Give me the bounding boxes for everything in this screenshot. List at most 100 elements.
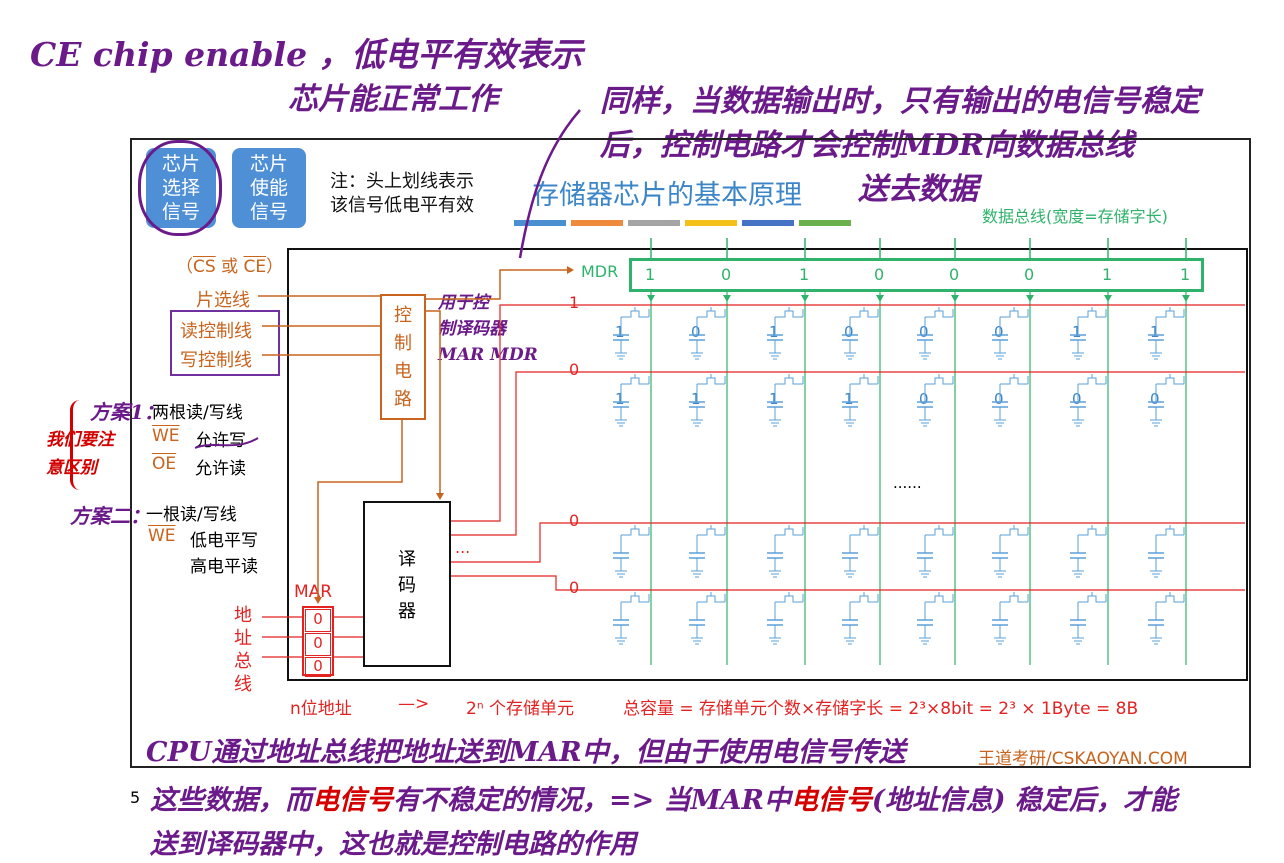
- cell-value: 1: [1072, 323, 1082, 341]
- memory-chip-box: [287, 248, 1248, 681]
- formula-capacity: 总容量 = 存储单元个数×存储字长 = 2³×8bit = 2³ × 1Byte…: [623, 699, 1139, 719]
- callout-chip-enable: 芯片 使能 信号: [232, 148, 306, 228]
- cell-transistor: [621, 595, 649, 603]
- cell-value: 1: [769, 323, 779, 341]
- mar-label: MAR: [294, 582, 333, 602]
- cell-transistor: [1078, 377, 1106, 385]
- mdr-register: [629, 258, 1204, 292]
- bit-line-arrow: [876, 295, 884, 302]
- handwritten-ctrl-line: MAR MDR: [438, 345, 538, 365]
- cell-transistor: [1000, 377, 1028, 385]
- mdr-bit: 0: [1024, 265, 1035, 284]
- cell-transistor: [775, 310, 803, 318]
- cell-value: 1: [615, 323, 625, 341]
- ctrl-to-decoder-arrow: [436, 493, 444, 500]
- cell-transistor: [697, 595, 725, 603]
- cell-transistor: [925, 310, 953, 318]
- cell-transistor: [1000, 310, 1028, 318]
- handwritten-bottom-line3: 送到译码器中，这也就是控制电路的作用: [150, 829, 636, 860]
- note-line: 该信号低电平有效: [330, 195, 474, 216]
- control-circuit-char: 电: [394, 361, 412, 382]
- cell-transistor: [1156, 310, 1184, 318]
- handwritten-arrow: [518, 109, 581, 259]
- mar-bit: 0: [305, 633, 331, 656]
- bit-line-arrow: [1104, 295, 1112, 302]
- address-bus-char: 地: [234, 605, 252, 626]
- cell-value: 0: [994, 390, 1004, 408]
- callout-enable-line: 使能: [249, 177, 288, 199]
- plan1-title: 两根读/写线: [152, 403, 243, 423]
- title-color-bars: [514, 220, 854, 226]
- plan2-high-text: 高电平读: [190, 557, 258, 577]
- handwritten-bottom-line1: CPU通过地址总线把地址送到MAR中，但由于使用电信号传送: [146, 737, 906, 768]
- handwritten-bottom-line2: 这些数据，而电信号有不稳定的情况，=> 当MAR中电信号(地址信息) 稳定后，才…: [150, 778, 1177, 817]
- decoder-char: 码: [398, 575, 416, 596]
- cell-value: 1: [615, 390, 625, 408]
- cell-transistor: [1000, 528, 1028, 536]
- callout-enable-line: 芯片: [249, 153, 288, 175]
- bottom-line2-red: 电信号: [312, 785, 393, 816]
- cell-transistor: [697, 377, 725, 385]
- cell-value: 0: [844, 323, 854, 341]
- write-control-line-label: 写控制线: [180, 350, 252, 371]
- bottom-line2-part: (地址信息) 稳定后，才能: [871, 785, 1177, 816]
- decoder-char: 器: [398, 601, 416, 622]
- handwritten-note-ce-line1: CE chip enable ，低电平有效表示: [30, 35, 583, 74]
- handwritten-bracket: [70, 400, 87, 490]
- cell-value: 1: [769, 390, 779, 408]
- decoder-output-wire: [451, 304, 583, 522]
- cell-transistor: [1000, 595, 1028, 603]
- word-line-label: 0: [569, 578, 580, 597]
- ctrl-to-mdr-arrow: [567, 266, 574, 274]
- cell-transistor: [850, 310, 878, 318]
- cell-value: 0: [1072, 390, 1082, 408]
- formula-units: 2ⁿ 个存储单元: [466, 699, 574, 719]
- word-line-label: 0: [569, 511, 580, 530]
- cell-value: 0: [919, 390, 929, 408]
- handwritten-note-ce-line2: 芯片能正常工作: [288, 82, 498, 117]
- cell-transistor: [1156, 595, 1184, 603]
- control-circuit-char: 制: [394, 333, 412, 354]
- cell-transistor: [697, 310, 725, 318]
- cs-ce-open: （: [176, 257, 193, 277]
- cell-value: 1: [1150, 323, 1160, 341]
- handwritten-ctrl-line: 用于控: [438, 293, 489, 313]
- mdr-bit: 1: [645, 265, 656, 284]
- ctrl-to-decoder-wire: [426, 310, 441, 498]
- color-bar: [514, 220, 566, 226]
- cell-transistor: [850, 377, 878, 385]
- page-number: 5: [130, 788, 141, 807]
- plan1-oe-signal: OE: [152, 454, 177, 474]
- cell-value: 0: [994, 323, 1004, 341]
- address-bus-label: 地 址 总 线: [234, 604, 252, 696]
- cell-transistor: [1156, 377, 1184, 385]
- word-line-label: 0: [569, 360, 580, 379]
- decoder-output-wire: [451, 522, 583, 563]
- cell-value: 0: [1150, 390, 1160, 408]
- handwritten-circle: [138, 140, 222, 236]
- address-bus-char: 址: [234, 628, 252, 649]
- color-bar: [685, 220, 737, 226]
- plan2-low-text: 低电平写: [190, 531, 258, 551]
- slide-title: 存储器芯片的基本原理: [532, 180, 802, 211]
- bottom-line2-part: 这些数据，而: [150, 785, 312, 816]
- bit-line-arrow: [1026, 295, 1034, 302]
- handwritten-ctrl-line: 制译码器: [438, 319, 506, 339]
- control-circuit-char: 路: [394, 389, 412, 410]
- handwritten-note-mdr-line1: 同样，当数据输出时，只有输出的电信号稳定: [600, 84, 1200, 119]
- cell-transistor: [925, 595, 953, 603]
- bit-line-arrow: [951, 295, 959, 302]
- mar-register: 0 0 0: [302, 606, 334, 677]
- ctrl-to-mdr-wire: [426, 269, 572, 300]
- decoder: 译 码 器: [363, 501, 451, 667]
- cell-value: 1: [844, 390, 854, 408]
- cell-value: 1: [691, 390, 701, 408]
- ctrl-to-mar-arrow: [314, 597, 322, 604]
- cell-transistor: [1156, 528, 1184, 536]
- cell-transistor: [697, 528, 725, 536]
- mdr-bit: 1: [799, 265, 810, 284]
- plan2-title: 一根读/写线: [146, 505, 237, 525]
- handwritten-note-mdr-line3: 送去数据: [858, 172, 978, 207]
- mdr-bit: 1: [1102, 265, 1113, 284]
- slide-frame: [130, 138, 1251, 768]
